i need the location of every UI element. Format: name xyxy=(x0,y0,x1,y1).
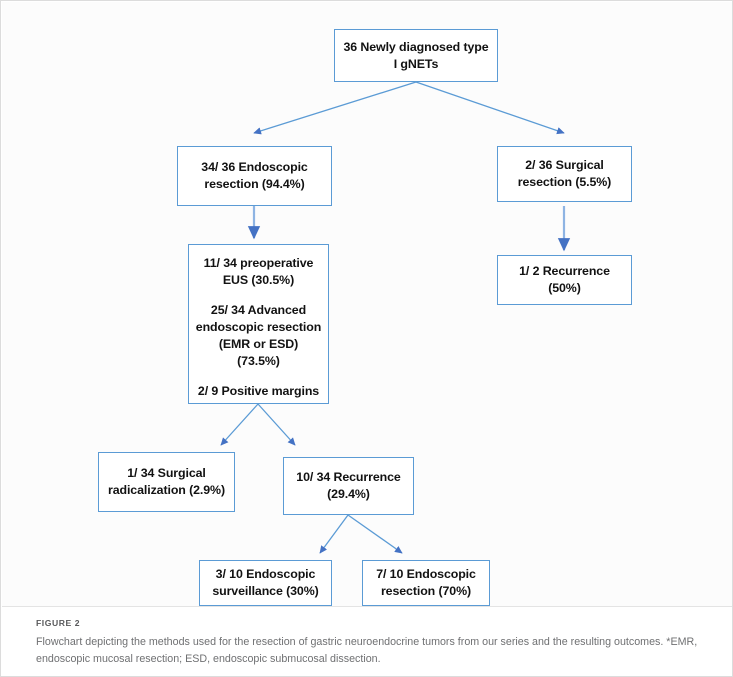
node-endoscopic-resection[interactable]: 34/ 36 Endoscopic resection (94.4%) xyxy=(177,146,332,206)
node-text: radicalization (2.9%) xyxy=(107,483,226,497)
node-endoscopic-surveillance[interactable]: 3/ 10 Endoscopic surveillance (30%) xyxy=(199,560,332,606)
edge-root-to-surgical xyxy=(415,81,565,135)
node-text: 1/ 34 Surgical xyxy=(127,466,206,481)
figure-caption-text: Flowchart depicting the methods used for… xyxy=(36,636,698,666)
node-text: 11/ 34 preoperative xyxy=(203,256,314,270)
edge-details-to-recurrence xyxy=(257,403,296,446)
node-text: surveillance (30%) xyxy=(212,584,319,598)
node-text: (29.4%) xyxy=(327,487,370,501)
node-text: EUS (30.5%) xyxy=(222,272,295,287)
node-text: 25/ 34 Advanced xyxy=(210,303,307,318)
node-text: (EMR or ESD) xyxy=(218,336,299,351)
edge-details-to-radicalization xyxy=(220,403,259,446)
node-newly-diagnosed[interactable]: 36 Newly diagnosed type I gNETs xyxy=(334,29,498,82)
node-text: I gNETs xyxy=(393,56,439,71)
edge-recurrence-to-surveillance xyxy=(319,514,349,554)
node-surgical-recurrence[interactable]: 1/ 2 Recurrence (50%) xyxy=(497,255,632,305)
node-text: 1/ 2 Recurrence xyxy=(519,264,610,279)
node-text: endoscopic resection xyxy=(195,320,322,335)
node-endoscopic-recurrence[interactable]: 10/ 34 Recurrence (29.4%) xyxy=(283,457,414,515)
node-text: 36 Newly diagnosed type xyxy=(343,39,489,54)
node-surgical-resection[interactable]: 2/ 36 Surgical resection (5.5%) xyxy=(497,146,632,202)
node-text: 7/ 10 Endoscopic xyxy=(376,567,476,582)
figure-label: FIGURE 2 xyxy=(36,618,81,628)
node-text: resection (70%) xyxy=(380,584,472,598)
node-text: 10/ 34 Recurrence xyxy=(296,470,401,485)
node-surgical-radicalization[interactable]: 1/ 34 Surgical radicalization (2.9%) xyxy=(98,452,235,512)
node-text: 34/ 36 Endoscopic xyxy=(201,160,308,175)
flowchart-connectors xyxy=(220,81,571,554)
flowchart-canvas: 36 Newly diagnosed type I gNETs 34/ 36 E… xyxy=(2,2,732,606)
edge-recurrence-to-reresection xyxy=(347,514,403,554)
node-text: 2/ 36 Surgical xyxy=(525,158,604,173)
node-text: 2/ 9 Positive margins xyxy=(197,384,320,399)
node-text: resection (5.5%) xyxy=(517,175,612,189)
node-text: resection (94.4%) xyxy=(204,177,305,191)
node-endoscopic-details[interactable]: 11/ 34 preoperative EUS (30.5%) 25/ 34 A… xyxy=(188,244,329,404)
node-text: (73.5%) xyxy=(237,353,280,368)
node-text: 3/ 10 Endoscopic xyxy=(215,567,316,582)
node-text: (50%) xyxy=(548,281,581,295)
figure-caption: FIGURE 2 Flowchart depicting the methods… xyxy=(2,606,732,676)
edge-root-to-endoscopic xyxy=(253,81,417,135)
node-endoscopic-reresection[interactable]: 7/ 10 Endoscopic resection (70%) xyxy=(362,560,490,606)
